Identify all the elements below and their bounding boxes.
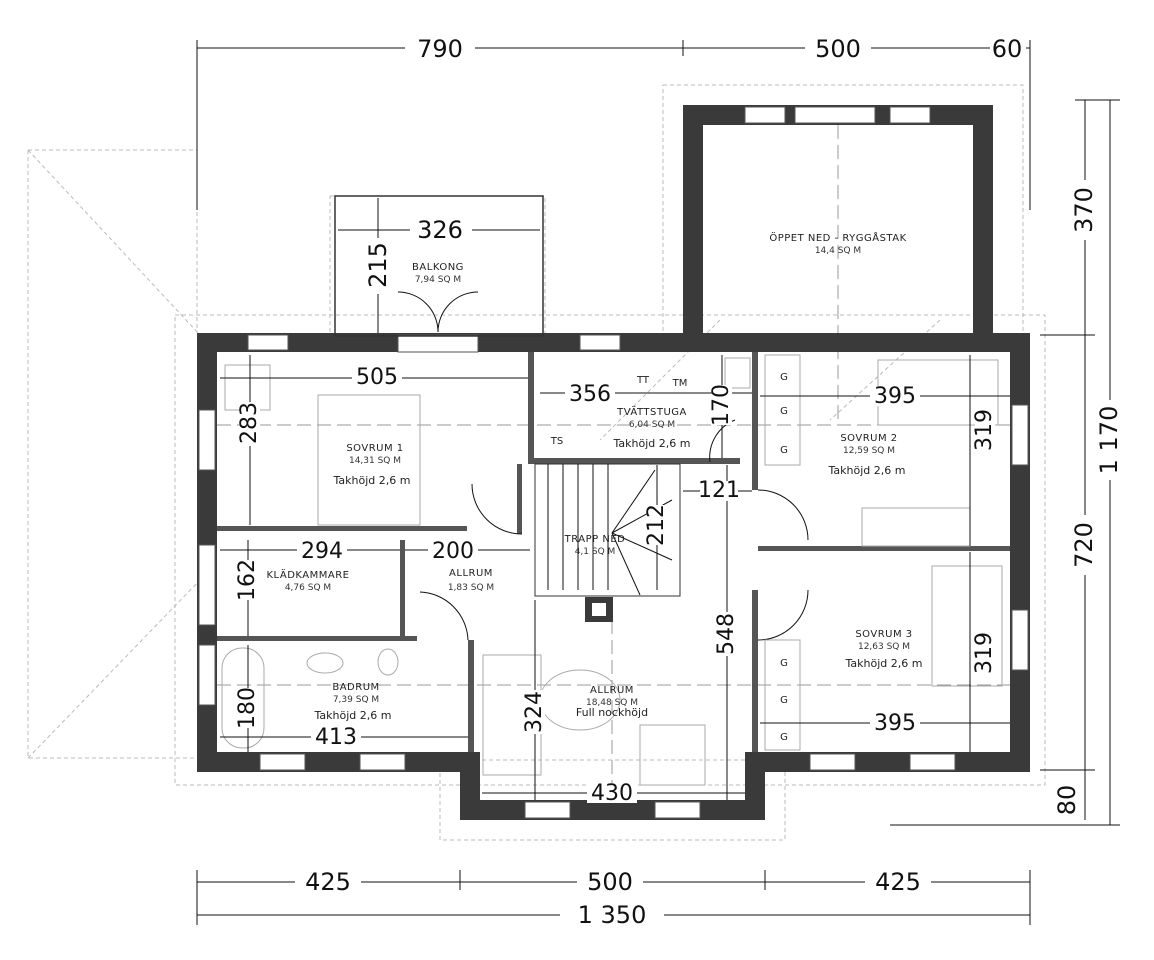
svg-text:4,1 SQ M: 4,1 SQ M	[575, 547, 616, 557]
svg-text:60: 60	[992, 35, 1023, 63]
room-balkong: BALKONG 7,94 SQ M	[412, 262, 464, 285]
room-sovrum-1: SOVRUM 1 14,31 SQ M Takhöjd 2,6 m	[333, 443, 411, 487]
svg-text:294: 294	[301, 539, 343, 564]
room-badrum: BADRUM 7,39 SQ M Takhöjd 2,6 m	[314, 682, 392, 722]
svg-text:14,4 SQ M: 14,4 SQ M	[815, 246, 861, 256]
windows	[198, 106, 1029, 819]
svg-text:170: 170	[709, 384, 734, 426]
room-kladkammare: KLÄDKAMMARE 4,76 SQ M	[267, 568, 350, 593]
svg-text:200: 200	[432, 539, 474, 564]
svg-text:215: 215	[364, 242, 392, 288]
svg-text:7,94 SQ M: 7,94 SQ M	[415, 275, 461, 285]
interior-walls	[217, 352, 1010, 752]
svg-text:319: 319	[972, 632, 997, 674]
svg-text:Takhöjd 2,6 m: Takhöjd 2,6 m	[314, 709, 392, 722]
room-sovrum-3: SOVRUM 3 12,63 SQ M Takhöjd 2,6 m	[845, 629, 923, 670]
wardrobe-label: G	[780, 372, 788, 383]
fixture-ts: TS	[550, 436, 563, 447]
svg-text:ÖPPET NED - RYGGÅSTAK: ÖPPET NED - RYGGÅSTAK	[769, 231, 906, 244]
svg-text:18,48 SQ M: 18,48 SQ M	[586, 698, 638, 708]
wardrobe-label: G	[780, 695, 788, 706]
svg-text:6,04 SQ M: 6,04 SQ M	[629, 420, 675, 430]
svg-text:121: 121	[698, 478, 740, 503]
room-tvattstuga: TVÄTTSTUGA 6,04 SQ M Takhöjd 2,6 m	[613, 405, 691, 450]
svg-text:SOVRUM 2: SOVRUM 2	[840, 433, 897, 444]
room-trapp-ned: TRAPP NED 4,1 SQ M	[564, 534, 626, 557]
room-allrum: ALLRUM 18,48 SQ M Full nockhöjd	[576, 685, 648, 719]
svg-text:80: 80	[1053, 785, 1081, 816]
svg-text:TRAPP NED: TRAPP NED	[564, 534, 626, 545]
svg-text:395: 395	[874, 711, 916, 736]
wardrobe-label: G	[780, 406, 788, 417]
wardrobe-label: G	[780, 445, 788, 456]
ridge-lines	[217, 125, 1030, 800]
svg-text:370: 370	[1070, 187, 1098, 233]
svg-text:12,63 SQ M: 12,63 SQ M	[858, 642, 910, 652]
svg-text:BALKONG: BALKONG	[412, 262, 464, 273]
svg-text:12,59 SQ M: 12,59 SQ M	[843, 446, 895, 456]
svg-text:Full nockhöjd: Full nockhöjd	[576, 706, 648, 719]
svg-text:548: 548	[714, 613, 739, 655]
doors	[419, 419, 809, 641]
svg-text:425: 425	[305, 868, 351, 896]
room-oppet-ned: ÖPPET NED - RYGGÅSTAK 14,4 SQ M	[769, 231, 906, 256]
svg-text:790: 790	[417, 35, 463, 63]
interior-dimensions: 326 215 505 283 356 170 121 212 294 200 …	[235, 216, 997, 806]
svg-text:TVÄTTSTUGA: TVÄTTSTUGA	[616, 405, 687, 418]
svg-text:326: 326	[417, 216, 463, 244]
svg-text:1 170: 1 170	[1095, 406, 1123, 475]
svg-text:283: 283	[237, 402, 262, 444]
svg-text:319: 319	[972, 409, 997, 451]
svg-text:395: 395	[874, 384, 916, 409]
staircase	[534, 463, 681, 622]
svg-text:720: 720	[1070, 522, 1098, 568]
fixture-tt: TT	[636, 375, 650, 386]
svg-text:162: 162	[235, 559, 260, 601]
svg-text:SOVRUM 1: SOVRUM 1	[346, 443, 403, 454]
svg-text:425: 425	[875, 868, 921, 896]
furniture	[221, 354, 1003, 786]
svg-text:Takhöjd 2,6 m: Takhöjd 2,6 m	[845, 657, 923, 670]
svg-text:KLÄDKAMMARE: KLÄDKAMMARE	[267, 568, 350, 581]
svg-text:ALLRUM: ALLRUM	[590, 685, 634, 696]
svg-text:505: 505	[356, 365, 398, 390]
svg-text:413: 413	[315, 725, 357, 750]
svg-text:1,83 SQ M: 1,83 SQ M	[448, 583, 494, 593]
svg-text:14,31 SQ M: 14,31 SQ M	[349, 456, 401, 466]
svg-text:212: 212	[644, 504, 669, 546]
fixture-tm: TM	[672, 378, 688, 389]
svg-text:356: 356	[569, 382, 611, 407]
wardrobe-label: G	[780, 658, 788, 669]
balcony	[334, 195, 544, 337]
exterior-dimensions: 790 500 60 370 1 170 720 80 425 500 425 …	[295, 35, 1123, 929]
svg-text:324: 324	[522, 691, 547, 733]
wardrobe-label: G	[780, 732, 788, 743]
svg-text:180: 180	[235, 687, 260, 729]
svg-text:1 350: 1 350	[578, 901, 647, 929]
svg-text:500: 500	[815, 35, 861, 63]
room-sovrum-2: SOVRUM 2 12,59 SQ M Takhöjd 2,6 m	[828, 433, 906, 477]
svg-text:500: 500	[587, 868, 633, 896]
svg-text:ALLRUM: ALLRUM	[449, 568, 493, 579]
svg-text:7,39 SQ M: 7,39 SQ M	[333, 695, 379, 705]
svg-text:BADRUM: BADRUM	[332, 682, 379, 693]
room-allrum-hall: ALLRUM 1,83 SQ M	[448, 568, 494, 593]
svg-text:Takhöjd 2,6 m: Takhöjd 2,6 m	[828, 464, 906, 477]
svg-text:SOVRUM 3: SOVRUM 3	[855, 629, 912, 640]
svg-text:4,76 SQ M: 4,76 SQ M	[285, 583, 331, 593]
svg-text:430: 430	[591, 781, 633, 806]
svg-text:Takhöjd 2,6 m: Takhöjd 2,6 m	[613, 437, 691, 450]
svg-text:Takhöjd 2,6 m: Takhöjd 2,6 m	[333, 474, 411, 487]
